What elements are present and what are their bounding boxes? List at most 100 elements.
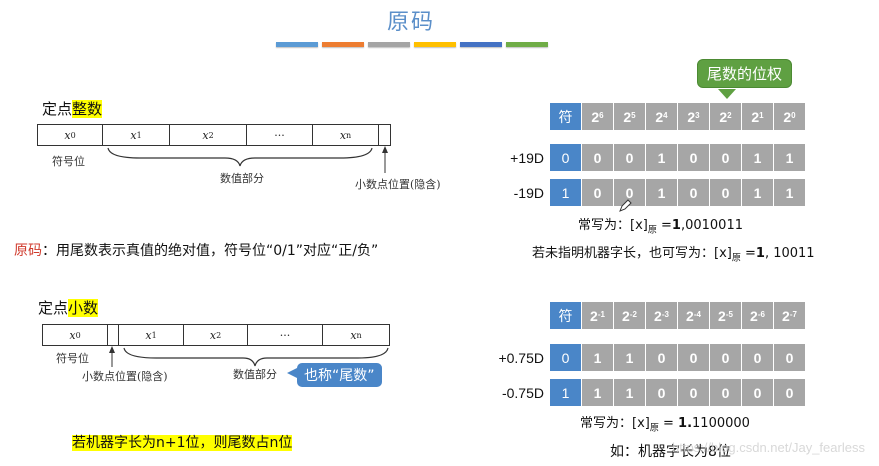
value-part-label: 数值部分 [233, 368, 277, 381]
bit-cell: 1 [646, 179, 677, 206]
bit-cell: 1 [614, 344, 645, 371]
bit-cell: 1 [582, 344, 613, 371]
sign-bit-label: 符号位 [52, 155, 85, 168]
integer-alt-formula: 若未指明机器字长，也可写为：[x]原 =1, 10011 [532, 246, 815, 264]
definition-term: 原码 [14, 243, 42, 259]
row-label: +0.75D [498, 350, 544, 366]
bit-row: 0 1 1 0 0 0 0 0 [550, 344, 806, 371]
color-bar [276, 42, 318, 47]
bit-cell: 0 [710, 344, 741, 371]
fraction-formula: 常写为：[x]原 = 1.1100000 [580, 416, 750, 434]
bit-cell: 0 [678, 379, 709, 406]
sign-bit-cell: 0 [550, 144, 581, 171]
bit-cell-ellipsis: ··· [248, 325, 323, 345]
point-cell [108, 325, 119, 345]
fraction-heading: 定点小数 [38, 297, 99, 318]
point-position-label: 小数点位置(隐含) [355, 178, 441, 191]
sign-bit-cell: 1 [550, 379, 581, 406]
bit-cell: 0 [742, 379, 773, 406]
bit-cell: 1 [774, 144, 805, 171]
bit-cell: 1 [582, 379, 613, 406]
color-bar [460, 42, 502, 47]
bit-row: 0 0 0 1 0 0 1 1 [550, 144, 806, 171]
weight-cell: 2-4 [678, 302, 709, 329]
fraction-weight-header: 符 2-1 2-2 2-3 2-4 2-5 2-6 2-7 [550, 302, 806, 329]
pen-cursor-icon [619, 199, 632, 212]
sign-bit-cell: 1 [550, 179, 581, 206]
bit-cell: 0 [582, 144, 613, 171]
bit-cell: 0 [710, 179, 741, 206]
weight-cell: 2-3 [646, 302, 677, 329]
weight-cell: 2-2 [614, 302, 645, 329]
sign-bit-cell: 0 [550, 344, 581, 371]
definition-text: 原码：用尾数表示真值的绝对值，符号位“0/1”对应“正/负” [14, 240, 378, 260]
color-bar [414, 42, 456, 47]
bit-cell: 0 [742, 344, 773, 371]
heading-prefix: 定点 [42, 100, 73, 118]
sign-bit-label: 符号位 [56, 352, 89, 365]
callout-pointer [287, 367, 299, 379]
bit-cell: 1 [742, 144, 773, 171]
bit-cell: 0 [678, 144, 709, 171]
point-position-label: 小数点位置(隐含) [82, 370, 168, 383]
bit-cell: 0 [774, 379, 805, 406]
row-label: +19D [510, 150, 544, 166]
weight-callout: 尾数的位权 [697, 59, 793, 88]
point-arrow-icon [382, 146, 388, 173]
weight-cell: 2-6 [742, 302, 773, 329]
watermark: https://blog.csdn.net/Jay_fearless [672, 440, 865, 455]
bit-cell-ellipsis: ··· [247, 125, 313, 145]
bit-cell: 0 [582, 179, 613, 206]
bit-cell: 0 [678, 344, 709, 371]
bit-cell: 1 [742, 179, 773, 206]
bit-cell: 0 [774, 344, 805, 371]
heading-prefix: 定点 [38, 299, 69, 317]
row-label: -0.75D [501, 385, 544, 401]
point-arrow-icon [109, 346, 115, 367]
sign-header-cell: 符 [550, 103, 581, 130]
bit-cell: 0 [710, 144, 741, 171]
color-bar [322, 42, 364, 47]
word-length-note: 若机器字长为n+1位，则尾数占n位 [72, 435, 293, 451]
row-label: -19D [513, 185, 544, 201]
value-brace [107, 147, 373, 167]
sign-header-cell: 符 [550, 302, 581, 329]
integer-formula: 常写为：[x]原 =1,0010011 [578, 218, 743, 236]
mantissa-callout: 也称“尾数” [297, 363, 382, 387]
bit-cell: 0 [646, 344, 677, 371]
callout-pointer [718, 89, 736, 99]
bit-cell: 0 [678, 179, 709, 206]
bit-cell: 0 [646, 379, 677, 406]
bit-cell: 1 [614, 379, 645, 406]
bit-row: 1 0 0 1 0 0 1 1 [550, 179, 806, 206]
weight-cell: 2-5 [710, 302, 741, 329]
point-cell [379, 125, 390, 145]
value-part-label: 数值部分 [220, 172, 264, 185]
color-bar [368, 42, 410, 47]
example-note: 如：机器字长为8位 [610, 444, 731, 460]
heading-highlight: 整数 [72, 100, 103, 118]
bit-cell: 1 [774, 179, 805, 206]
bit-cell: 0 [614, 144, 645, 171]
integer-heading: 定点整数 [42, 98, 103, 119]
bit-cell: 1 [646, 144, 677, 171]
page-title: 原码 [386, 10, 435, 35]
